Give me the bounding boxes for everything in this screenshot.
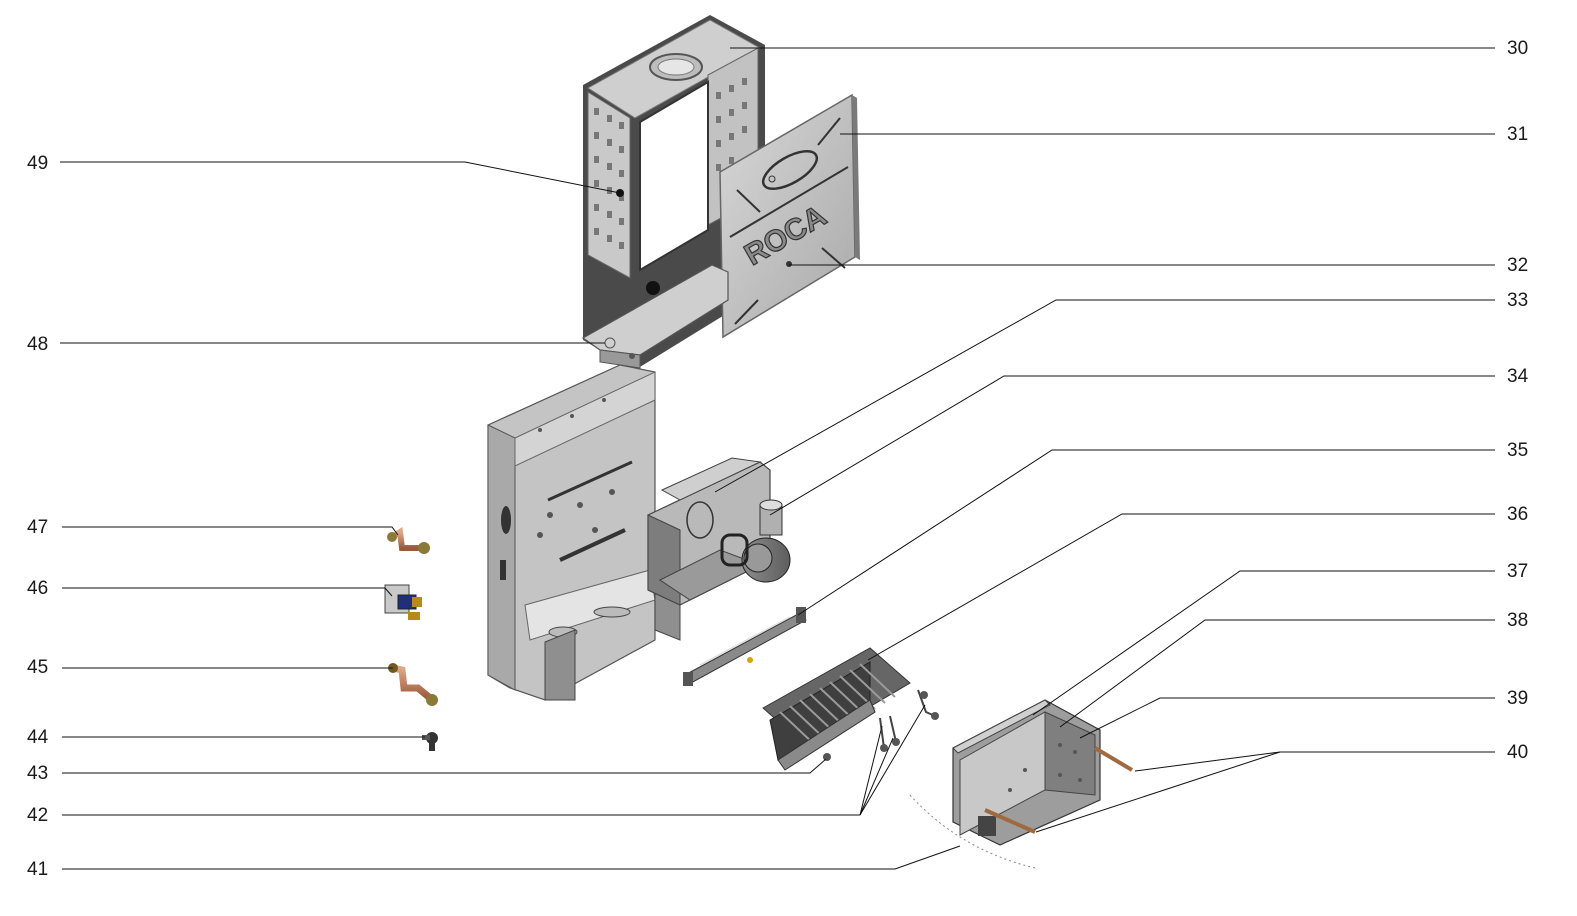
electrode-parts [823,689,939,761]
callout-number: 31 [1507,124,1529,145]
callout-number: 49 [27,153,49,174]
pipe-part-47 [387,526,430,554]
callout-number: 43 [27,763,49,784]
fan-motor-part [720,499,791,583]
callout-number: 36 [1507,504,1529,525]
callout-number: 35 [1507,440,1529,461]
chassis-part [487,364,681,701]
callout-number: 44 [27,727,49,748]
callout-number: 37 [1507,561,1529,582]
callout-number: 40 [1507,742,1529,763]
combustion-chamber-part [952,699,1134,846]
callout-number: 34 [1507,366,1529,387]
callout-number: 48 [27,334,49,355]
pipe-part-45 [388,663,438,706]
top-tray-part [581,264,729,369]
callout-number: 32 [1507,255,1529,276]
callout-number: 46 [27,578,49,599]
callout-number: 30 [1507,38,1529,59]
burner-manifold-part [683,607,807,686]
callout-number: 38 [1507,610,1529,631]
callout-number: 39 [1507,688,1529,709]
callout-number: 45 [27,657,49,678]
gas-valve-part [384,584,422,620]
callout-number: 33 [1507,290,1529,311]
valve-part-44 [422,732,438,751]
callout-number: 47 [27,517,49,538]
burner-part [762,647,911,771]
leader-lines [60,47,1495,870]
front-panel-part: ROCA [719,93,860,339]
callout-number: 41 [27,859,49,880]
callout-number: 42 [27,805,49,826]
fan-housing-part [647,457,771,606]
